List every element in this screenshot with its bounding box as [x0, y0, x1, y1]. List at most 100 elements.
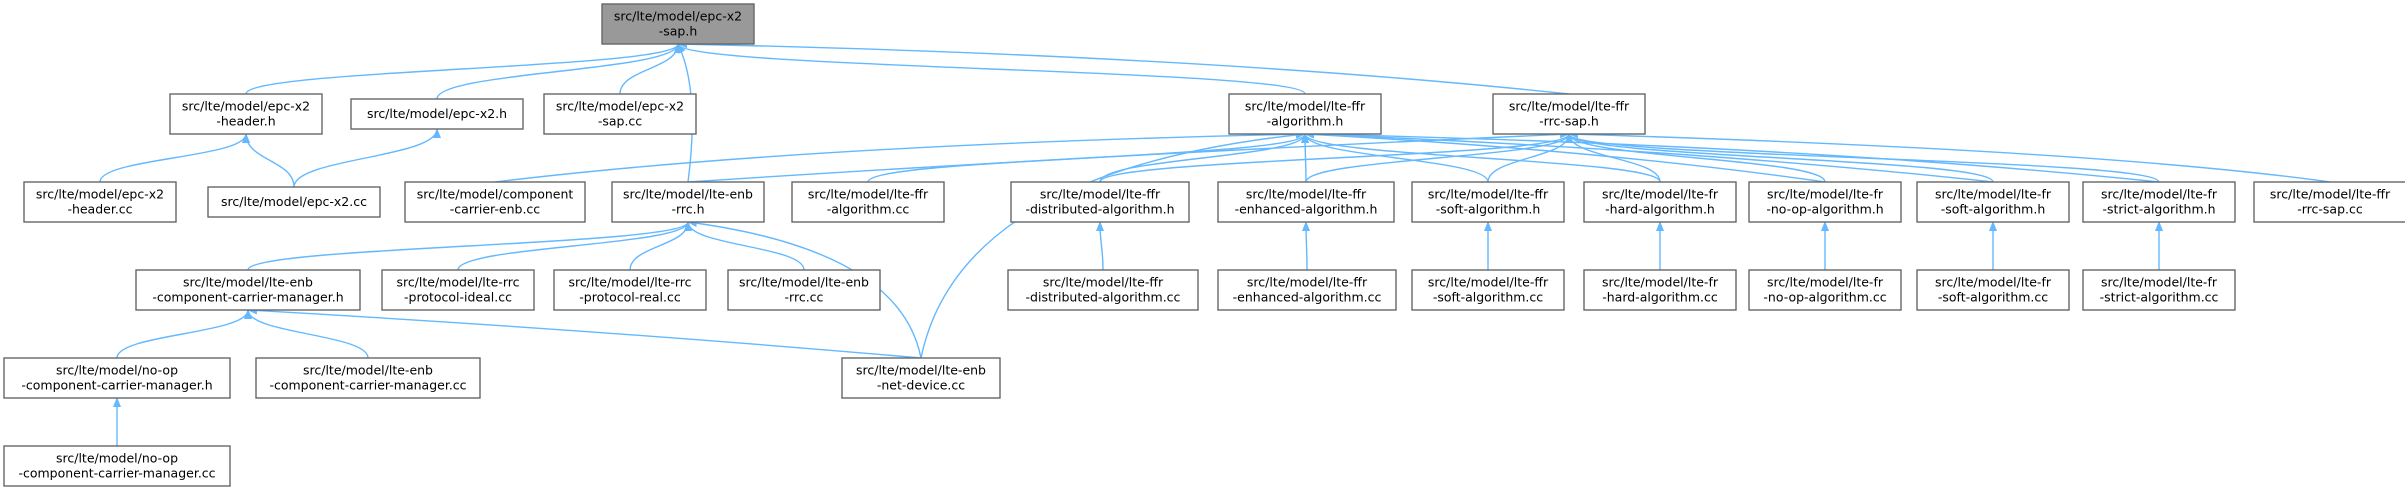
node-label: src/lte/model/lte-fr	[2101, 187, 2218, 202]
node-label: src/lte/model/epc-x2	[556, 99, 684, 114]
node-box	[1583, 269, 1737, 311]
node-label: src/lte/model/lte-fr	[1602, 187, 1719, 202]
node-box	[1492, 93, 1646, 135]
dependency-edge	[247, 221, 692, 271]
file-node[interactable]: src/lte/model/component-carrier-enb.cc	[404, 181, 586, 223]
node-label: -hard-algorithm.h	[1605, 202, 1715, 217]
node-label: src/lte/model/lte-enb	[303, 363, 433, 378]
node-box	[611, 181, 765, 223]
file-node[interactable]: src/lte/model/lte-fr-soft-algorithm.cc	[1916, 269, 2070, 311]
file-node[interactable]: src/lte/model/epc-x2-sap.cc	[543, 93, 697, 135]
node-label: -component-carrier-manager.h	[21, 378, 212, 393]
node-label: src/lte/model/lte-ffr	[808, 187, 929, 202]
file-node[interactable]: src/lte/model/lte-fr-hard-algorithm.h	[1583, 181, 1737, 223]
file-node[interactable]: src/lte/model/lte-ffr-rrc-sap.h	[1492, 93, 1646, 135]
node-label: -header.h	[216, 114, 275, 129]
file-node[interactable]: src/lte/model/lte-fr-no-op-algorithm.cc	[1748, 269, 1902, 311]
node-box	[1748, 181, 1902, 223]
node-label: -rrc-sap.cc	[2297, 202, 2363, 217]
node-label: src/lte/model/lte-enb	[739, 275, 869, 290]
node-box	[1916, 181, 2070, 223]
file-node[interactable]: src/lte/model/lte-fr-no-op-algorithm.h	[1748, 181, 1902, 223]
node-label: src/lte/model/lte-enb	[623, 187, 753, 202]
node-box	[601, 3, 755, 45]
file-node[interactable]: src/lte/model/lte-fr-soft-algorithm.h	[1916, 181, 2070, 223]
file-node[interactable]: src/lte/model/epc-x2.cc	[207, 186, 381, 218]
node-label: -distributed-algorithm.h	[1025, 202, 1174, 217]
file-node[interactable]: src/lte/model/no-op-component-carrier-ma…	[3, 445, 231, 487]
node-box	[1007, 269, 1199, 311]
dependency-edge	[1099, 133, 1573, 183]
node-label: -rrc.cc	[785, 290, 824, 305]
file-node[interactable]: src/lte/model/epc-x2-header.h	[169, 93, 323, 135]
node-label: src/lte/model/lte-rrc	[568, 275, 691, 290]
file-node[interactable]: src/lte/model/lte-enb-component-carrier-…	[255, 357, 481, 399]
node-label: -rrc-sap.h	[1539, 114, 1599, 129]
file-node[interactable]: src/lte/model/lte-ffr-distributed-algori…	[1010, 181, 1190, 223]
node-box	[3, 445, 231, 487]
node-label: -enhanced-algorithm.cc	[1233, 290, 1382, 305]
node-label: src/lte/model/epc-x2	[182, 99, 310, 114]
node-box	[207, 186, 381, 218]
node-label: -soft-algorithm.h	[1436, 202, 1541, 217]
file-node[interactable]: src/lte/model/lte-ffr-algorithm.h	[1228, 93, 1382, 135]
node-label: src/lte/model/lte-ffr	[1245, 99, 1366, 114]
node-label: -sap.cc	[598, 114, 642, 129]
node-label: src/lte/model/lte-enb	[856, 363, 986, 378]
file-node[interactable]: src/lte/model/lte-ffr-distributed-algori…	[1007, 269, 1199, 311]
node-label: src/lte/model/epc-x2.cc	[221, 194, 367, 209]
node-label: -soft-algorithm.cc	[1433, 290, 1543, 305]
file-node[interactable]: src/lte/model/lte-rrc-protocol-real.cc	[553, 269, 707, 311]
file-node[interactable]: src/lte/model/lte-ffr-algorithm.cc	[791, 181, 945, 223]
dependency-edge	[1304, 130, 2160, 183]
node-label: src/lte/model/lte-enb	[183, 275, 313, 290]
node-label: -algorithm.cc	[827, 202, 910, 217]
file-node[interactable]: src/lte/model/lte-fr-strict-algorithm.cc	[2082, 269, 2236, 311]
dependency-edge	[242, 133, 295, 188]
file-node[interactable]: src/lte/model/lte-ffr-rrc-sap.cc	[2253, 181, 2405, 223]
node-label: src/lte/model/lte-ffr	[1247, 275, 1368, 290]
file-node[interactable]: src/lte/model/lte-enb-net-device.cc	[841, 357, 1001, 399]
node-box	[553, 269, 707, 311]
node-label: -enhanced-algorithm.h	[1235, 202, 1378, 217]
file-node[interactable]: src/lte/model/lte-enb-rrc.cc	[727, 269, 881, 311]
node-box	[404, 181, 586, 223]
node-box	[1411, 181, 1565, 223]
node-label: -protocol-ideal.cc	[404, 290, 512, 305]
node-label: src/lte/model/lte-ffr	[1428, 187, 1549, 202]
node-box	[1217, 269, 1397, 311]
file-node[interactable]: src/lte/model/lte-rrc-protocol-ideal.cc	[381, 269, 535, 311]
node-box	[1228, 93, 1382, 135]
node-box	[2082, 181, 2236, 223]
node-label: -component-carrier-manager.cc	[269, 378, 466, 393]
dependency-edge	[1565, 133, 1826, 183]
node-label: -hard-algorithm.cc	[1602, 290, 1718, 305]
file-node[interactable]: src/lte/model/lte-ffr-soft-algorithm.h	[1411, 181, 1565, 223]
node-label: src/lte/model/epc-x2.h	[367, 106, 507, 121]
file-node[interactable]: src/lte/model/lte-enb-component-carrier-…	[135, 269, 361, 311]
file-node[interactable]: src/lte/model/lte-fr-hard-algorithm.cc	[1583, 269, 1737, 311]
dependency-edge	[677, 40, 1570, 95]
node-label: -sap.h	[659, 24, 698, 39]
dependency-edge	[457, 221, 692, 271]
dependency-edge	[436, 43, 682, 100]
node-label: -protocol-real.cc	[579, 290, 681, 305]
file-node[interactable]: src/lte/model/lte-ffr-soft-algorithm.cc	[1411, 269, 1565, 311]
node-label: src/lte/model/lte-ffr	[1246, 187, 1367, 202]
root-file-node[interactable]: src/lte/model/epc-x2-sap.h	[601, 3, 755, 45]
node-box	[3, 357, 231, 399]
node-label: -component-carrier-manager.h	[152, 290, 343, 305]
dependency-edge	[1305, 133, 1573, 183]
file-node[interactable]: src/lte/model/lte-fr-strict-algorithm.h	[2082, 181, 2236, 223]
file-node[interactable]: src/lte/model/epc-x2-header.cc	[23, 181, 177, 223]
file-node[interactable]: src/lte/model/lte-ffr-enhanced-algorithm…	[1217, 269, 1397, 311]
node-label: src/lte/model/lte-ffr	[1428, 275, 1549, 290]
file-node[interactable]: src/lte/model/epc-x2.h	[350, 98, 524, 130]
file-node[interactable]: src/lte/model/lte-enb-rrc.h	[611, 181, 765, 223]
node-box	[255, 357, 481, 399]
file-node[interactable]: src/lte/model/lte-ffr-enhanced-algorithm…	[1217, 181, 1395, 223]
node-box	[1217, 181, 1395, 223]
dependency-edge	[1099, 133, 1309, 183]
file-node[interactable]: src/lte/model/no-op-component-carrier-ma…	[3, 357, 231, 399]
